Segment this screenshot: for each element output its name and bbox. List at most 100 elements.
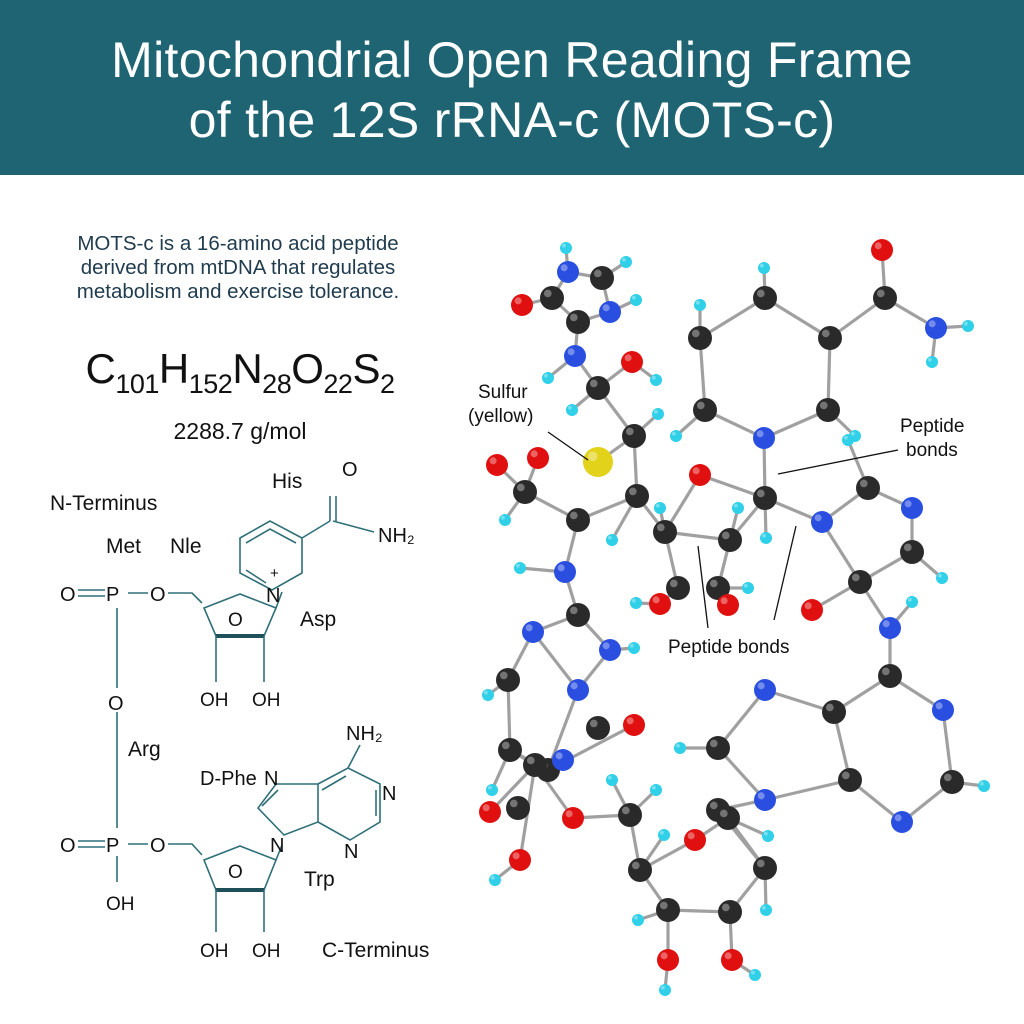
formula-count: 101 xyxy=(115,369,159,399)
nitrogen-atom xyxy=(811,511,833,533)
atom-p: P xyxy=(106,835,119,857)
carbon-atom xyxy=(718,900,742,924)
hydrogen-atom xyxy=(694,299,706,311)
carbon-atom xyxy=(688,326,712,350)
carbon-atom xyxy=(566,310,590,334)
molecule-bond xyxy=(826,336,832,412)
nitrogen-atom xyxy=(925,317,947,339)
sulfur-atom xyxy=(583,447,613,477)
hydrogen-atom xyxy=(630,597,642,609)
callout-sulfur-yellow: (yellow) xyxy=(468,406,533,427)
label-trp: Trp xyxy=(304,868,335,891)
hydrogen-atom xyxy=(658,829,670,841)
description-line: derived from mtDNA that regulates xyxy=(80,256,396,279)
carbon-atom xyxy=(753,856,777,880)
hydrogen-atom xyxy=(936,572,948,584)
nitrogen-atom xyxy=(754,679,776,701)
carbon-atom xyxy=(523,753,547,777)
hydrogen-atom xyxy=(962,320,974,332)
hydrogen-atom xyxy=(762,830,774,842)
oxygen-atom xyxy=(511,294,533,316)
nitrogen-atom xyxy=(901,497,923,519)
hydrogen-atom xyxy=(499,514,511,526)
carbon-atom xyxy=(753,286,777,310)
hydrogen-atom xyxy=(674,742,686,754)
carbon-atom xyxy=(590,266,614,290)
molecule-bond xyxy=(698,336,707,412)
label-asp: Asp xyxy=(300,608,336,631)
nitrogen-atom xyxy=(557,261,579,283)
nitrogen-atom xyxy=(599,639,621,661)
atom-nh2: NH₂ xyxy=(378,525,415,547)
label-arg: Arg xyxy=(128,738,161,761)
callout-sulfur: Sulfur xyxy=(478,382,528,403)
atom-o: O xyxy=(342,459,358,481)
oxygen-atom xyxy=(684,829,706,851)
carbon-atom xyxy=(856,476,880,500)
oxygen-atom xyxy=(486,454,508,476)
hydrogen-atom xyxy=(659,984,671,996)
molecule-bond xyxy=(941,708,954,784)
carbon-atom xyxy=(693,398,717,422)
hydrogen-atom xyxy=(760,904,772,916)
hydrogen-atom xyxy=(560,242,572,254)
title-line-2: of the 12S rRNA-c (MOTS-c) xyxy=(188,92,836,148)
carbon-atom xyxy=(586,716,610,740)
hydrogen-atom xyxy=(650,374,662,386)
oxygen-atom xyxy=(621,351,643,373)
atom-oh: OH xyxy=(252,690,281,711)
description: MOTS-c is a 16-amino acid peptide derive… xyxy=(28,232,448,304)
carbon-atom xyxy=(816,398,840,422)
hydrogen-atom xyxy=(758,262,770,274)
oxygen-atom xyxy=(527,447,549,469)
hydrogen-atom xyxy=(606,774,618,786)
formula-element: N xyxy=(232,345,263,392)
atom-plus: + xyxy=(270,565,279,582)
label-n-terminus: N-Terminus xyxy=(50,492,157,515)
molecule-bond xyxy=(763,688,836,714)
oxygen-atom xyxy=(717,594,739,616)
atom-o: O xyxy=(228,862,243,883)
carbon-atom xyxy=(653,520,677,544)
hydrogen-atom xyxy=(760,532,772,544)
oxygen-atom xyxy=(649,593,671,615)
hydrogen-atom xyxy=(489,874,501,886)
hydrogen-atom xyxy=(906,596,918,608)
label-nle: Nle xyxy=(170,535,202,558)
hydrogen-atom xyxy=(620,256,632,268)
hydrogen-atom xyxy=(566,404,578,416)
label-c-terminus: C-Terminus xyxy=(322,939,429,962)
nitrogen-atom xyxy=(754,789,776,811)
callout-lines xyxy=(547,431,899,629)
callout-peptide-bonds-top-2: bonds xyxy=(906,440,958,461)
carbon-atom xyxy=(706,576,730,600)
hydrogen-atom xyxy=(628,642,640,654)
formula-element: S xyxy=(352,345,380,392)
atom-o: O xyxy=(108,693,124,715)
carbon-atom xyxy=(940,770,964,794)
atom-o: O xyxy=(60,835,76,857)
carbon-atom xyxy=(496,668,520,692)
molecule-bond xyxy=(763,296,832,340)
nitrogen-atom xyxy=(554,561,576,583)
formula-count: 28 xyxy=(262,369,292,399)
carbon-atom xyxy=(848,570,872,594)
atom-n: N xyxy=(270,835,284,857)
hydrogen-atom xyxy=(650,784,662,796)
hydrogen-atom xyxy=(670,430,682,442)
atom-n: N xyxy=(344,841,358,863)
hydrogen-atom xyxy=(542,372,554,384)
nitrogen-atom xyxy=(932,699,954,721)
atom-o: O xyxy=(228,610,243,631)
hydrogen-atom xyxy=(486,784,498,796)
hydrogen-atom xyxy=(514,562,526,574)
oxygen-atom xyxy=(721,949,743,971)
atom-oh: OH xyxy=(200,941,229,962)
atom-oh: OH xyxy=(106,894,135,915)
carbon-atom xyxy=(900,540,924,564)
hydrogen-atom xyxy=(654,502,666,514)
molecular-formula: C101H152N28O22S2 xyxy=(30,345,450,400)
formula-element: C xyxy=(85,345,116,392)
nitrogen-atom xyxy=(564,345,586,367)
